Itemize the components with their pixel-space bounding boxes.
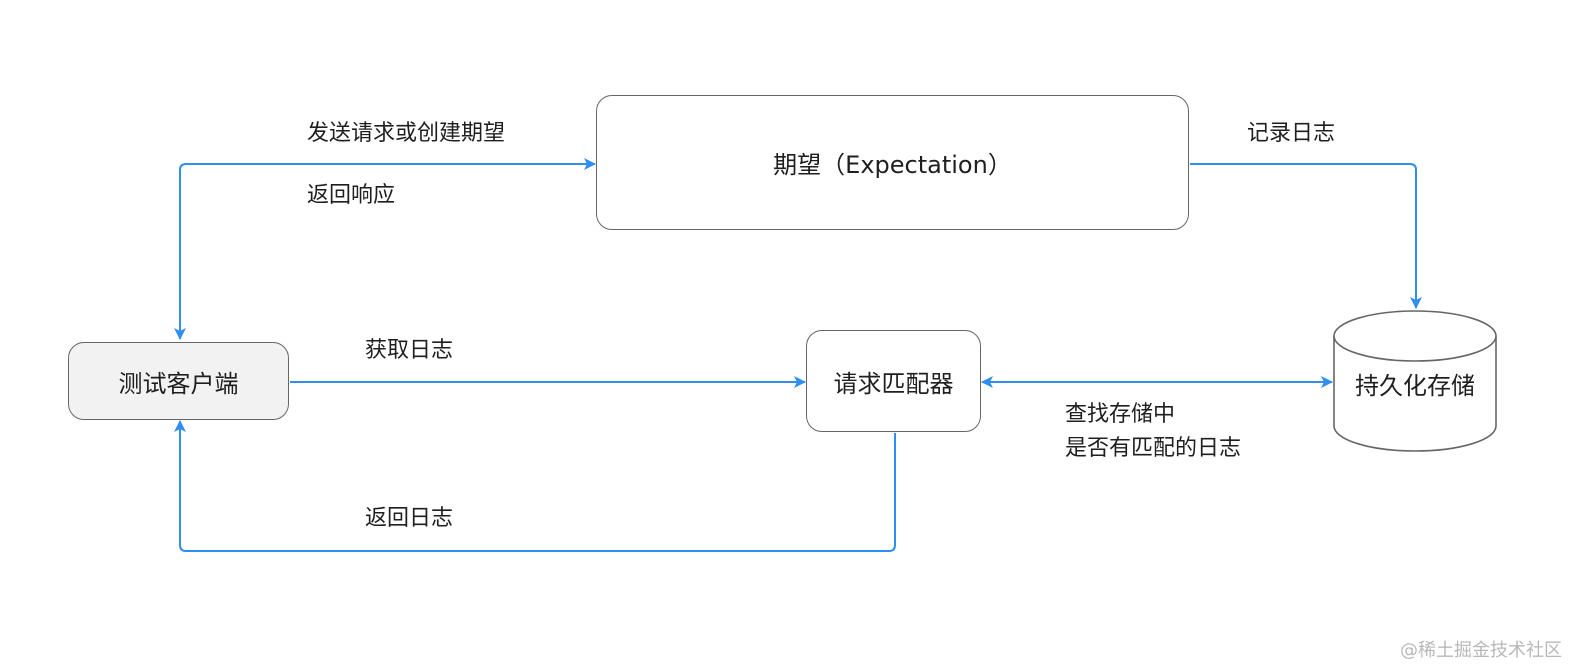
test-client-node: 测试客户端 [68,342,289,420]
arrow-expectation-storage [1190,163,1422,309]
find-storage-label-line2: 是否有匹配的日志 [1065,436,1242,461]
get-log-label: 获取日志 [365,338,454,363]
expectation-node: 期望（Expectation） [596,95,1189,230]
find-storage-label-line1: 查找存储中 [1065,402,1176,427]
send-request-label: 发送请求或创建期望 [307,121,506,146]
expectation-label: 期望（Expectation） [773,151,1012,179]
request-matcher-label: 请求匹配器 [833,369,954,398]
storage-cylinder [1333,310,1497,452]
request-matcher-node: 请求匹配器 [806,330,981,432]
arrow-client-expectation [174,158,596,340]
return-log-label: 返回日志 [365,506,454,531]
test-client-label: 测试客户端 [118,369,239,398]
record-log-label: 记录日志 [1247,121,1336,146]
return-response-label: 返回响应 [307,183,396,208]
arrow-matcher-client [174,420,896,552]
storage-label: 持久化存储 [1355,372,1475,400]
watermark: @稀土掘金技术社区 [1400,640,1562,661]
